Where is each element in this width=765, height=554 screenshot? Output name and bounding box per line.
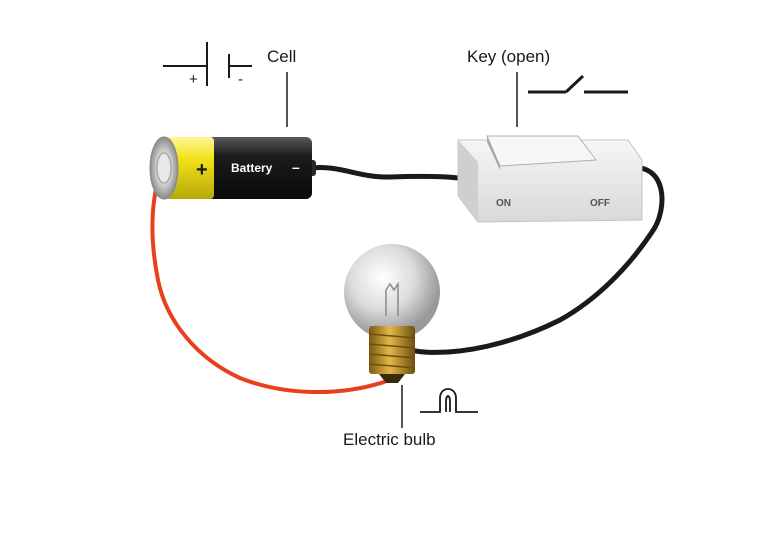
black-wire-battery-to-switch [309,165,461,181]
bulb-glass [344,244,440,340]
electric-bulb [344,244,440,383]
black-wire-switch-to-bulb [409,165,665,355]
cell-label: Cell [267,47,297,66]
cell-symbol-plus: + [189,71,198,88]
battery-plus-sign: + [196,159,208,181]
battery: + Battery – [149,136,316,200]
key-label: Key (open) [467,47,551,66]
cell-symbol-minus: - [238,71,243,88]
switch-key: ON OFF [457,135,643,223]
battery-brand-text: Battery [231,161,273,175]
red-wire-battery-to-bulb [150,166,386,395]
cell-symbol: + - [163,42,252,88]
bulb-label: Electric bulb [343,430,436,449]
bulb-symbol [420,388,478,413]
switch-off-label: OFF [590,198,610,209]
battery-minus-sign: – [292,159,300,175]
bulb-base [369,326,415,374]
key-symbol [528,74,628,94]
switch-on-label: ON [496,198,511,209]
bulb-filament [385,281,399,316]
battery-black-body [200,137,312,199]
bulb-contact [379,374,405,383]
switch-rocker [486,135,597,167]
